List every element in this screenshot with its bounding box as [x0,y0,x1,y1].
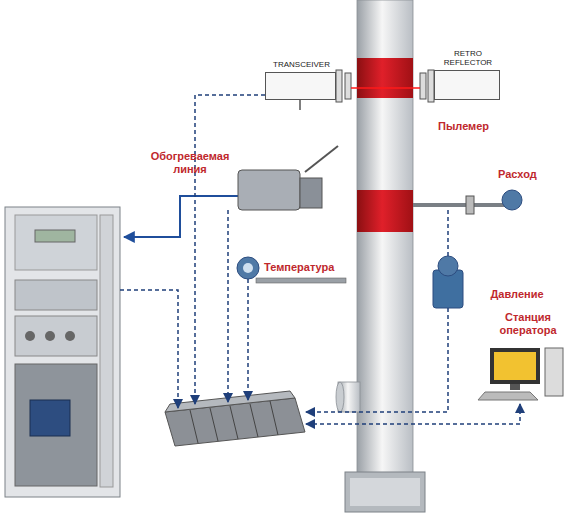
callout-label: Давление [472,288,562,301]
cabinet-door [100,215,113,487]
device-box: TRANSCEIVER [265,72,336,100]
monitor-stand [510,384,520,390]
cabinet-pump [30,400,70,436]
flange [345,73,351,99]
stack-base [345,472,425,512]
io-module [210,408,218,441]
io-module [270,401,278,435]
signal-wire [447,210,449,256]
stack-base [350,478,420,506]
callout-label: Расход [498,168,568,181]
signal-wire [195,95,265,404]
stack-body [357,0,413,480]
keyboard [478,392,538,400]
temperature-display [243,263,253,273]
cabinet-knob [45,331,55,341]
signal-wire [247,279,249,400]
cabinet-knob [65,331,75,341]
stack-band [357,58,413,98]
io-module [190,410,198,443]
computer-monitor [490,348,540,384]
device-label: RETRO REFLECTOR [439,50,497,68]
io-rack [165,391,295,412]
stack-outlet [336,382,344,412]
cabinet-knob [25,331,35,341]
signal-wire [120,290,178,408]
flange [336,70,342,102]
flange [420,73,426,99]
io-module [230,406,238,439]
callout-label: Станция оператора [482,311,574,337]
cabinet-display [35,230,75,242]
computer-screen [494,352,536,380]
callout-label: Температура [264,261,354,274]
device-box: RETRO REFLECTOR [434,70,500,100]
heated-line [124,196,238,237]
cable [299,100,301,110]
pressure-transmitter [438,256,458,276]
temperature-rod [256,278,346,283]
device-label: TRANSCEIVER [262,61,342,70]
io-module [250,404,258,437]
signal-wire [227,210,229,402]
cabinet-panel [15,215,97,270]
computer-tower [545,348,563,396]
sampling-probe [300,178,322,208]
probe-rod [305,146,338,172]
analyzer-cabinet [5,207,120,497]
cabinet-panel [15,280,97,310]
flow-transmitter [502,190,522,210]
signal-wire [306,308,448,412]
cabinet-panel [15,364,97,486]
signal-wire [306,404,520,424]
sampling-probe [238,170,300,210]
temperature-transmitter [237,257,259,279]
callout-label: Обогреваемая линия [145,150,235,176]
flow-flange [466,196,474,214]
stack-band [357,190,413,232]
flow-probe [413,203,505,207]
callout-label: Пылемер [438,120,508,133]
light-beam [351,87,420,89]
cabinet-panel [15,316,97,356]
